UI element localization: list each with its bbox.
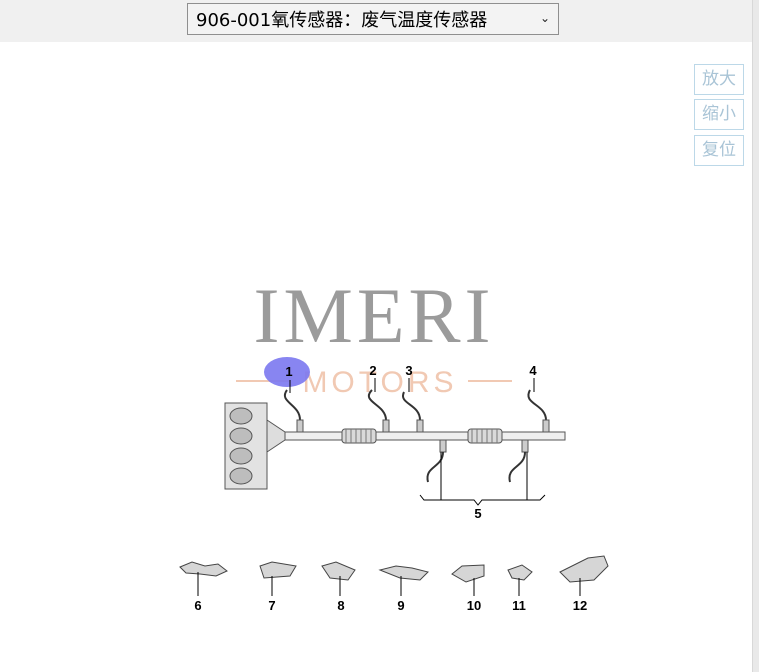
callout-highlight bbox=[264, 357, 310, 387]
part-8[interactable] bbox=[321, 561, 356, 596]
vertical-scrollbar[interactable] bbox=[752, 0, 759, 672]
sensor-4[interactable] bbox=[527, 389, 550, 433]
callout-12[interactable]: 12 bbox=[573, 598, 587, 613]
part-11[interactable] bbox=[507, 564, 533, 596]
part-7[interactable] bbox=[259, 561, 297, 596]
reset-button[interactable]: 复位 bbox=[694, 135, 744, 166]
leader-lines bbox=[289, 378, 546, 506]
sensor-5[interactable] bbox=[426, 439, 529, 483]
part-6[interactable] bbox=[179, 561, 228, 596]
callout-7[interactable]: 7 bbox=[268, 598, 275, 613]
callout-6[interactable]: 6 bbox=[194, 598, 201, 613]
part-9[interactable] bbox=[378, 565, 429, 596]
watermark-brand: IMERI bbox=[254, 272, 495, 359]
callout-9[interactable]: 9 bbox=[397, 598, 404, 613]
zoom-in-button[interactable]: 放大 bbox=[694, 64, 744, 95]
part-12[interactable] bbox=[559, 555, 609, 596]
engine-block bbox=[224, 402, 286, 490]
callout-2[interactable]: 2 bbox=[369, 363, 376, 378]
zoom-out-button[interactable]: 缩小 bbox=[694, 99, 744, 130]
sensor-3[interactable] bbox=[401, 391, 424, 433]
callout-11[interactable]: 11 bbox=[512, 598, 526, 613]
sensor-1[interactable] bbox=[283, 389, 304, 433]
toolbar: 906-001氧传感器：废气温度传感器 ⌄ bbox=[0, 0, 752, 42]
callout-4[interactable]: 4 bbox=[529, 363, 537, 378]
callout-10[interactable]: 10 bbox=[467, 598, 481, 613]
callout-8[interactable]: 8 bbox=[337, 598, 344, 613]
part-10[interactable] bbox=[451, 564, 485, 596]
callout-1[interactable]: 1 bbox=[285, 364, 292, 379]
chevron-down-icon[interactable]: ⌄ bbox=[539, 11, 550, 25]
callout-3[interactable]: 3 bbox=[405, 363, 412, 378]
part-select[interactable]: 906-001氧传感器：废气温度传感器 ⌄ bbox=[187, 3, 559, 35]
sensor-2[interactable] bbox=[368, 389, 390, 433]
watermark-sub: MOTORS bbox=[302, 366, 457, 399]
callout-5[interactable]: 5 bbox=[474, 506, 481, 521]
part-select-value: 906-001氧传感器：废气温度传感器 bbox=[196, 10, 488, 31]
exhaust-pipe bbox=[284, 428, 566, 444]
